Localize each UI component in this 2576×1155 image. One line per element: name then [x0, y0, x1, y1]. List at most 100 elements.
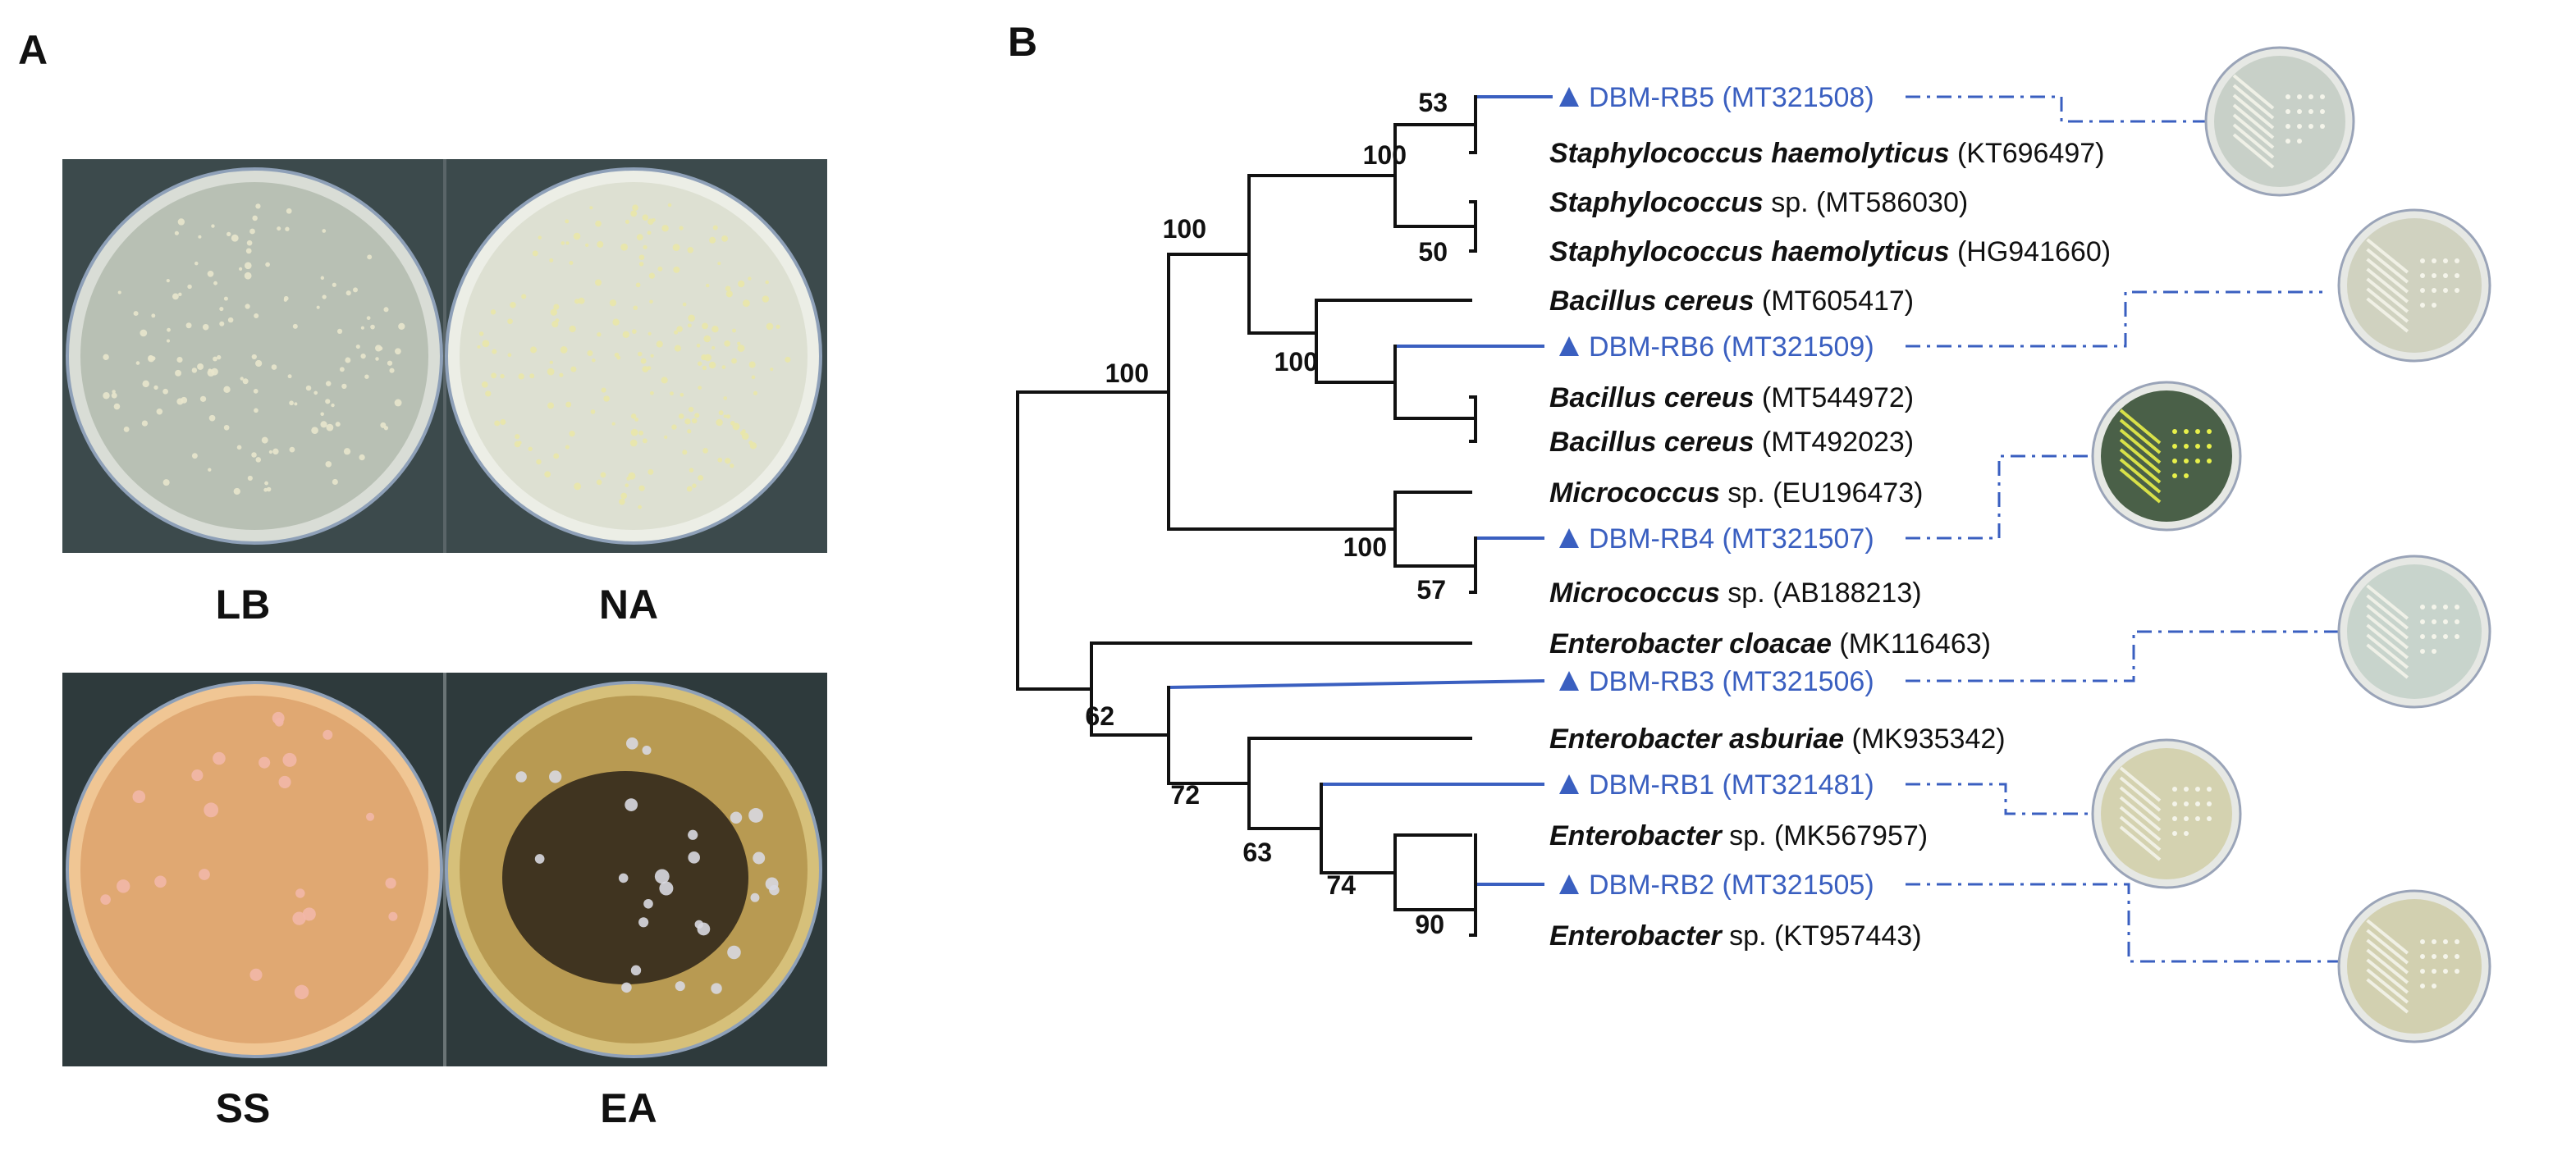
colony — [156, 408, 163, 415]
colony — [638, 917, 649, 928]
colony — [2443, 605, 2448, 609]
colony — [252, 215, 258, 221]
colony — [633, 305, 638, 311]
leader-line — [1906, 783, 2101, 815]
colony — [103, 392, 110, 399]
plate-medium — [2101, 390, 2232, 522]
colony — [142, 380, 149, 388]
colony — [2172, 459, 2177, 463]
colony — [302, 907, 316, 921]
colony — [2172, 473, 2177, 478]
streak — [2119, 825, 2162, 861]
colony — [2195, 429, 2200, 434]
colony — [491, 372, 497, 379]
colony — [316, 305, 320, 309]
colony — [2308, 124, 2313, 129]
colony — [636, 234, 643, 241]
colony — [135, 361, 140, 365]
colony — [649, 390, 654, 395]
colony — [642, 438, 647, 444]
colony — [2443, 258, 2448, 263]
isolate-label: DBM-RB6 (MT321509) — [1589, 331, 1874, 363]
colony — [198, 235, 202, 239]
colony — [103, 354, 109, 361]
colony — [661, 377, 668, 384]
colony — [2455, 619, 2459, 624]
colony — [697, 361, 702, 366]
colony — [647, 331, 652, 336]
colony — [706, 283, 710, 288]
colony — [638, 504, 643, 509]
streak — [2232, 94, 2275, 130]
colony — [589, 206, 593, 210]
colony — [331, 403, 335, 408]
colony — [601, 387, 606, 393]
streak — [2119, 766, 2162, 802]
colony — [253, 388, 259, 394]
colony — [521, 294, 527, 299]
colony — [320, 421, 327, 428]
colony — [2172, 801, 2177, 806]
colony — [725, 285, 731, 292]
colony — [2443, 619, 2448, 624]
colony — [263, 487, 268, 492]
colony — [647, 231, 652, 235]
colony — [547, 368, 555, 376]
streak — [2366, 938, 2409, 975]
colony — [688, 829, 698, 840]
colony — [770, 368, 774, 372]
colony — [549, 360, 553, 364]
colony — [113, 403, 121, 410]
colony — [742, 299, 750, 308]
colony — [204, 802, 219, 818]
colony — [675, 981, 685, 992]
streak — [2366, 614, 2409, 650]
colony — [343, 448, 351, 455]
colony — [2285, 94, 2290, 99]
colony — [642, 366, 649, 372]
colony — [676, 326, 683, 332]
colony — [199, 395, 207, 402]
colony — [702, 365, 707, 371]
plate-medium — [2347, 899, 2482, 1034]
colony — [600, 472, 606, 478]
colony — [112, 390, 116, 394]
colony — [630, 210, 638, 217]
colony — [667, 203, 672, 208]
colony — [265, 262, 270, 267]
colony — [332, 478, 338, 486]
colony — [2420, 288, 2425, 293]
colony — [162, 479, 170, 486]
colony — [671, 424, 677, 430]
colony — [638, 262, 644, 267]
streak — [2119, 468, 2162, 504]
colony — [703, 335, 711, 343]
colony — [595, 279, 602, 286]
streak — [2366, 929, 2409, 965]
colony — [2308, 94, 2313, 99]
colony — [320, 412, 324, 417]
streak — [2232, 133, 2275, 169]
streak — [2119, 458, 2162, 494]
colony — [603, 395, 610, 402]
colony — [697, 922, 711, 936]
colony — [2443, 954, 2448, 959]
plate-label-na: NA — [598, 582, 659, 628]
colony — [305, 385, 312, 391]
isolate-triangle-icon — [1559, 528, 1579, 548]
bootstrap-value: 53 — [1418, 88, 1448, 117]
colony — [294, 402, 298, 406]
colony — [255, 203, 261, 209]
isolate-triangle-icon — [1559, 874, 1579, 894]
colony — [638, 254, 645, 261]
colony — [696, 343, 701, 348]
colony — [638, 430, 644, 436]
colony — [231, 234, 239, 242]
colony — [630, 428, 638, 436]
colony — [388, 911, 398, 921]
colony — [172, 293, 179, 300]
colony — [383, 426, 389, 431]
leader-line — [1906, 290, 2322, 348]
colony — [630, 965, 642, 976]
colony — [207, 270, 214, 277]
